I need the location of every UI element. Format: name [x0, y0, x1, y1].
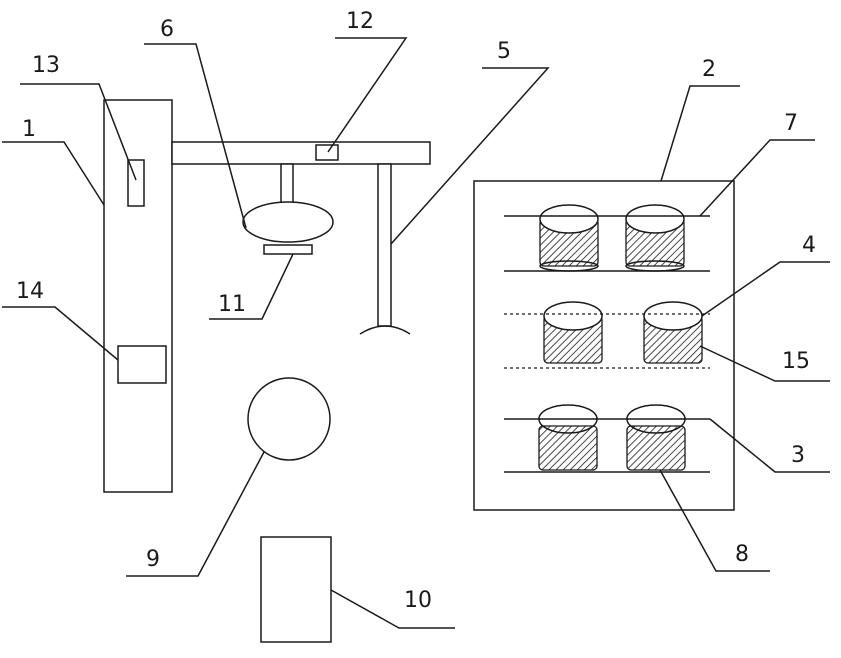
label-6: 6	[160, 17, 174, 42]
label-9: 9	[146, 547, 160, 572]
label-5: 5	[497, 39, 511, 64]
label-3: 3	[791, 443, 805, 468]
label-12: 12	[346, 9, 374, 34]
gripper-disc	[243, 202, 333, 242]
arm-sensor	[316, 145, 338, 160]
label-15: 15	[782, 349, 810, 374]
label-10: 10	[404, 588, 432, 613]
gripper-plate	[264, 245, 312, 254]
column-control-box	[118, 346, 166, 383]
label-14: 14	[16, 279, 44, 304]
bottom-box	[261, 537, 331, 642]
label-4: 4	[802, 233, 816, 258]
label-1: 1	[22, 117, 36, 142]
round-part	[248, 378, 330, 460]
horizontal-arm	[172, 142, 430, 164]
support-foot	[360, 326, 410, 334]
label-13: 13	[32, 53, 60, 78]
label-2: 2	[702, 57, 716, 82]
support-leg	[378, 164, 391, 326]
vertical-column	[104, 100, 172, 492]
label-8: 8	[735, 542, 749, 567]
label-7: 7	[784, 111, 798, 136]
label-11: 11	[218, 292, 246, 317]
